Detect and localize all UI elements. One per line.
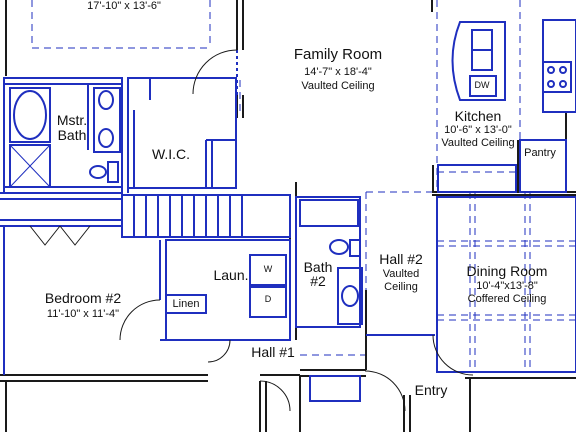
mstr-bath-label-line1: Mstr. bbox=[56, 112, 88, 128]
bedroom2-dims: 11'-10" x 11'-4" bbox=[46, 308, 120, 320]
mstr-bath-label-line2: Bath bbox=[57, 127, 87, 143]
hall2-ceiling-line2: Ceiling bbox=[384, 281, 418, 293]
dining-room-label: Dining Room bbox=[466, 263, 548, 279]
kitchen-label: Kitchen bbox=[454, 108, 502, 124]
pantry-label: Pantry bbox=[524, 147, 556, 159]
dining-room-ceiling: Coffered Ceiling bbox=[467, 293, 547, 305]
wic-label: W.I.C. bbox=[151, 146, 191, 162]
entry-label: Entry bbox=[414, 382, 448, 398]
washer-label: W bbox=[263, 264, 273, 274]
laundry-label: Laun. bbox=[213, 267, 249, 283]
family-room-dims: 14'-7" x 18'-4" bbox=[304, 66, 372, 78]
bath2-label-line2: #2 bbox=[310, 273, 326, 289]
dining-room-dims: 10'-4"x13'-8" bbox=[476, 280, 538, 292]
hall2-label: Hall #2 bbox=[379, 251, 423, 267]
door-swings bbox=[29, 49, 474, 412]
hall1-label: Hall #1 bbox=[251, 344, 295, 360]
kitchen-dims: 10'-6" x 13'-0" bbox=[444, 124, 512, 136]
family-room-ceiling: Vaulted Ceiling bbox=[301, 80, 375, 92]
family-room-label: Family Room bbox=[293, 46, 383, 63]
dryer-label: D bbox=[264, 294, 272, 304]
linen-label: Linen bbox=[172, 298, 200, 310]
hall2-ceiling-line1: Vaulted bbox=[382, 268, 420, 280]
kitchen-ceiling: Vaulted Ceiling bbox=[441, 137, 515, 149]
bedroom2-label: Bedroom #2 bbox=[44, 290, 122, 306]
bath2-label-line1: Bath bbox=[303, 259, 333, 275]
blue-walls bbox=[0, 19, 576, 402]
top-left-room-dims: 17'-10" x 13'-6" bbox=[87, 0, 161, 12]
dishwasher-label: DW bbox=[474, 80, 490, 90]
